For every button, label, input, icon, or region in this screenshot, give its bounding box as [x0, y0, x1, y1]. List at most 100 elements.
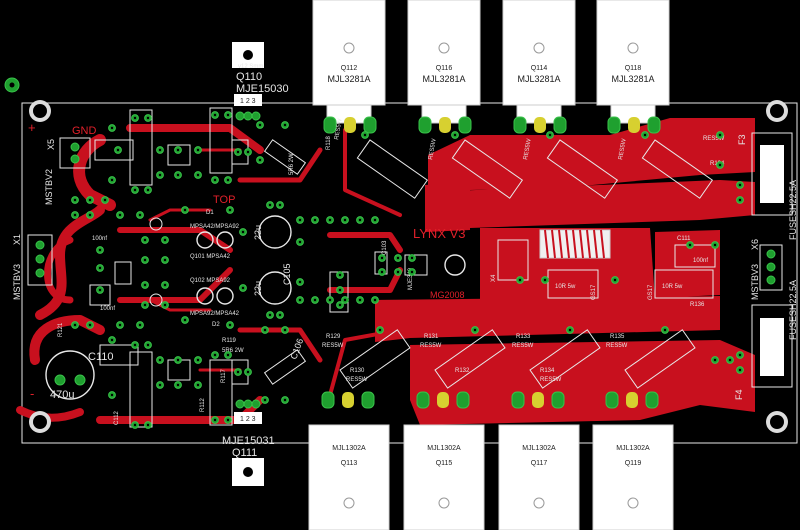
mount-hole-bl	[29, 411, 51, 433]
svg-text:Q102 MPSA92: Q102 MPSA92	[190, 278, 231, 284]
svg-text:GS17: GS17	[591, 284, 597, 300]
svg-text:F3: F3	[737, 134, 747, 145]
svg-text:Q117: Q117	[531, 460, 548, 467]
svg-text:GND: GND	[72, 125, 97, 137]
svg-text:R136: R136	[690, 302, 705, 308]
driver-q111: 1 2 3 MJE15031 Q111	[222, 399, 275, 486]
transistor-q112: Q112 MJL3281A	[312, 0, 386, 124]
svg-text:Q113: Q113	[341, 460, 358, 467]
top-transistor-row: Q112 MJL3281A Q116 MJL3281A Q114 MJL3281…	[312, 0, 670, 124]
svg-text:R112: R112	[200, 397, 206, 412]
svg-text:Q114: Q114	[531, 65, 548, 72]
svg-text:Q112: Q112	[341, 65, 358, 72]
svg-text:1 2 3: 1 2 3	[240, 416, 256, 423]
connector-x6: X6 MSTBV3	[750, 239, 783, 300]
minus-sign: -	[30, 386, 34, 401]
svg-text:R121: R121	[58, 322, 64, 337]
svg-text:RES5W: RES5W	[540, 377, 562, 383]
svg-text:FUSESH22.5A: FUSESH22.5A	[788, 280, 798, 340]
svg-text:R135: R135	[610, 334, 625, 340]
transistor-q117: MJL1302A Q117	[498, 424, 580, 530]
mount-hole-tl	[29, 100, 51, 122]
svg-text:MJL3281A: MJL3281A	[422, 74, 465, 84]
bottom-transistor-pads	[321, 391, 659, 409]
svg-text:RES5W: RES5W	[512, 343, 534, 349]
transistor-q119: MJL1302A Q119	[592, 424, 674, 530]
bottom-transistor-row: MJL1302A Q113 MJL1302A Q115 MJL1302A Q11…	[308, 424, 674, 530]
transistor-q115: MJL1302A Q115	[403, 424, 485, 530]
top-label: TOP	[213, 194, 235, 206]
svg-text:MJL1302A: MJL1302A	[616, 445, 650, 452]
svg-text:C112: C112	[114, 410, 120, 425]
svg-text:FUSESH22.5A: FUSESH22.5A	[788, 180, 798, 240]
svg-text:X4: X4	[491, 274, 497, 282]
svg-text:100nf: 100nf	[100, 306, 115, 312]
plus-sign: +	[28, 120, 36, 135]
cap-22u-b: 22u	[253, 271, 292, 305]
svg-text:X5: X5	[46, 139, 56, 150]
svg-text:MJL1302A: MJL1302A	[522, 445, 556, 452]
fuse-f3: F3 FUSESH22.5A	[737, 132, 798, 240]
svg-text:R119: R119	[222, 338, 237, 344]
svg-text:X6: X6	[750, 239, 760, 250]
svg-text:X1: X1	[12, 234, 22, 245]
svg-text:RES5W: RES5W	[322, 343, 344, 349]
svg-text:D2: D2	[212, 322, 220, 328]
svg-text:RES5W: RES5W	[346, 377, 368, 383]
svg-text:470u: 470u	[50, 389, 74, 401]
svg-text:C110: C110	[88, 351, 113, 363]
svg-text:10R 5w: 10R 5w	[555, 284, 576, 290]
connector-x4: X4	[491, 239, 529, 282]
emitter-resistors-bottom: R129 RES5W R131 RES5W R133 RES5W R135 RE…	[322, 329, 696, 389]
resistor-10r-a: 10R 5w GS17	[547, 269, 599, 300]
cap-22u-a: 22u	[253, 215, 292, 249]
svg-text:MJE15031: MJE15031	[222, 435, 275, 447]
cap-c110: C110 470u	[45, 350, 113, 401]
capacitor-c111: C111 100nf	[674, 236, 716, 268]
svg-text:R131: R131	[424, 334, 439, 340]
svg-text:R129: R129	[326, 334, 341, 340]
svg-text:RES5W: RES5W	[703, 136, 725, 142]
svg-text:10R 5w: 10R 5w	[662, 284, 683, 290]
connector-x5: X5 MSTBV2 GND	[44, 125, 97, 205]
svg-text:MJL1302A: MJL1302A	[427, 445, 461, 452]
svg-text:MSTBV2: MSTBV2	[44, 169, 54, 205]
svg-text:Q116: Q116	[436, 65, 453, 72]
svg-text:MJL3281A: MJL3281A	[611, 74, 654, 84]
svg-text:22u: 22u	[253, 281, 263, 296]
transistor-q113: MJL1302A Q113	[308, 424, 390, 530]
driver-q110: v12 Smm Q110 MJE15030 1 2 3	[232, 42, 289, 121]
svg-text:1 2 3: 1 2 3	[240, 98, 256, 105]
svg-text:C105: C105	[282, 263, 292, 285]
svg-text:Q118: Q118	[625, 65, 642, 72]
board-subtitle: MG2008	[430, 290, 465, 300]
svg-text:R130: R130	[350, 368, 365, 374]
mount-hole-br	[766, 411, 788, 433]
svg-text:RES5W: RES5W	[523, 138, 533, 160]
fuse-f4: F4 FUSESH22.5A	[734, 280, 798, 400]
svg-text:v12 Smm: v12 Smm	[238, 64, 263, 70]
mounting-holes	[4, 77, 788, 433]
svg-text:MSTBV3: MSTBV3	[750, 264, 760, 300]
svg-text:MJL3281A: MJL3281A	[517, 74, 560, 84]
transistor-q118: Q118 MJL3281A	[596, 0, 670, 124]
svg-text:R117: R117	[221, 368, 227, 383]
svg-text:GS17: GS17	[648, 284, 654, 300]
svg-text:100nf: 100nf	[92, 236, 107, 242]
svg-text:R134: R134	[540, 368, 555, 374]
svg-text:MJL3281A: MJL3281A	[327, 74, 370, 84]
svg-text:RES5W: RES5W	[334, 118, 344, 140]
svg-text:R133: R133	[516, 334, 531, 340]
transistor-q116: Q116 MJL3281A	[407, 0, 481, 124]
svg-text:100nf: 100nf	[693, 258, 708, 264]
svg-text:Q101 MPSA42: Q101 MPSA42	[190, 254, 231, 260]
svg-text:5R6 2W: 5R6 2W	[222, 348, 244, 354]
svg-text:MJL1302A: MJL1302A	[332, 445, 366, 452]
svg-text:Q115: Q115	[436, 460, 453, 467]
svg-text:5R6 2W: 5R6 2W	[289, 153, 295, 175]
pad-field	[71, 111, 744, 429]
top-transistor-pads	[323, 116, 661, 134]
svg-text:Q111: Q111	[232, 447, 257, 459]
svg-text:RES5W: RES5W	[606, 343, 628, 349]
